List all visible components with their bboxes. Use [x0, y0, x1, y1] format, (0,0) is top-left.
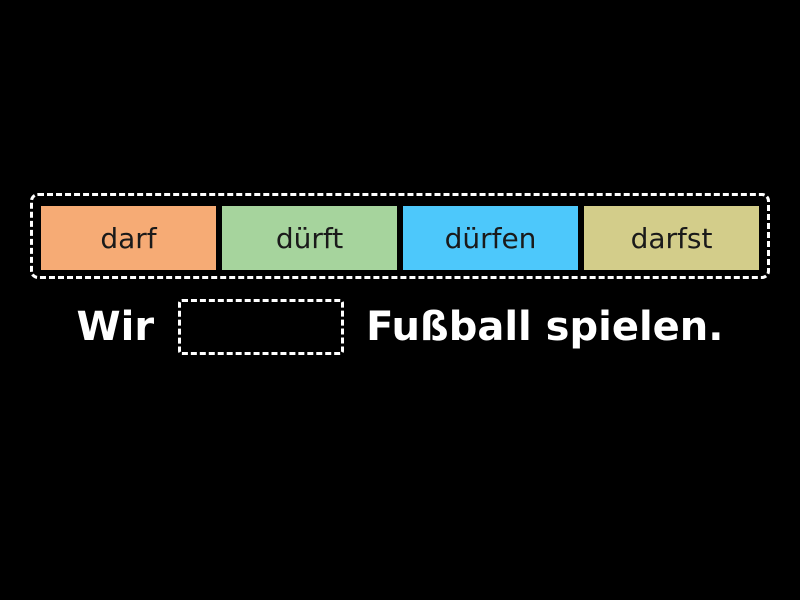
- sentence-text-before: Wir: [76, 304, 155, 350]
- option-tile-darfst[interactable]: darfst: [584, 206, 759, 270]
- answer-options-tray: darf dürft dürfen darfst: [30, 193, 770, 279]
- answer-drop-slot[interactable]: [178, 299, 345, 355]
- sentence-row: Wir Fußball spielen.: [0, 296, 800, 358]
- option-tile-darf[interactable]: darf: [41, 206, 216, 270]
- option-tile-duerft[interactable]: dürft: [222, 206, 397, 270]
- option-tile-duerfen[interactable]: dürfen: [403, 206, 578, 270]
- sentence-text-after: Fußball spielen.: [366, 304, 724, 350]
